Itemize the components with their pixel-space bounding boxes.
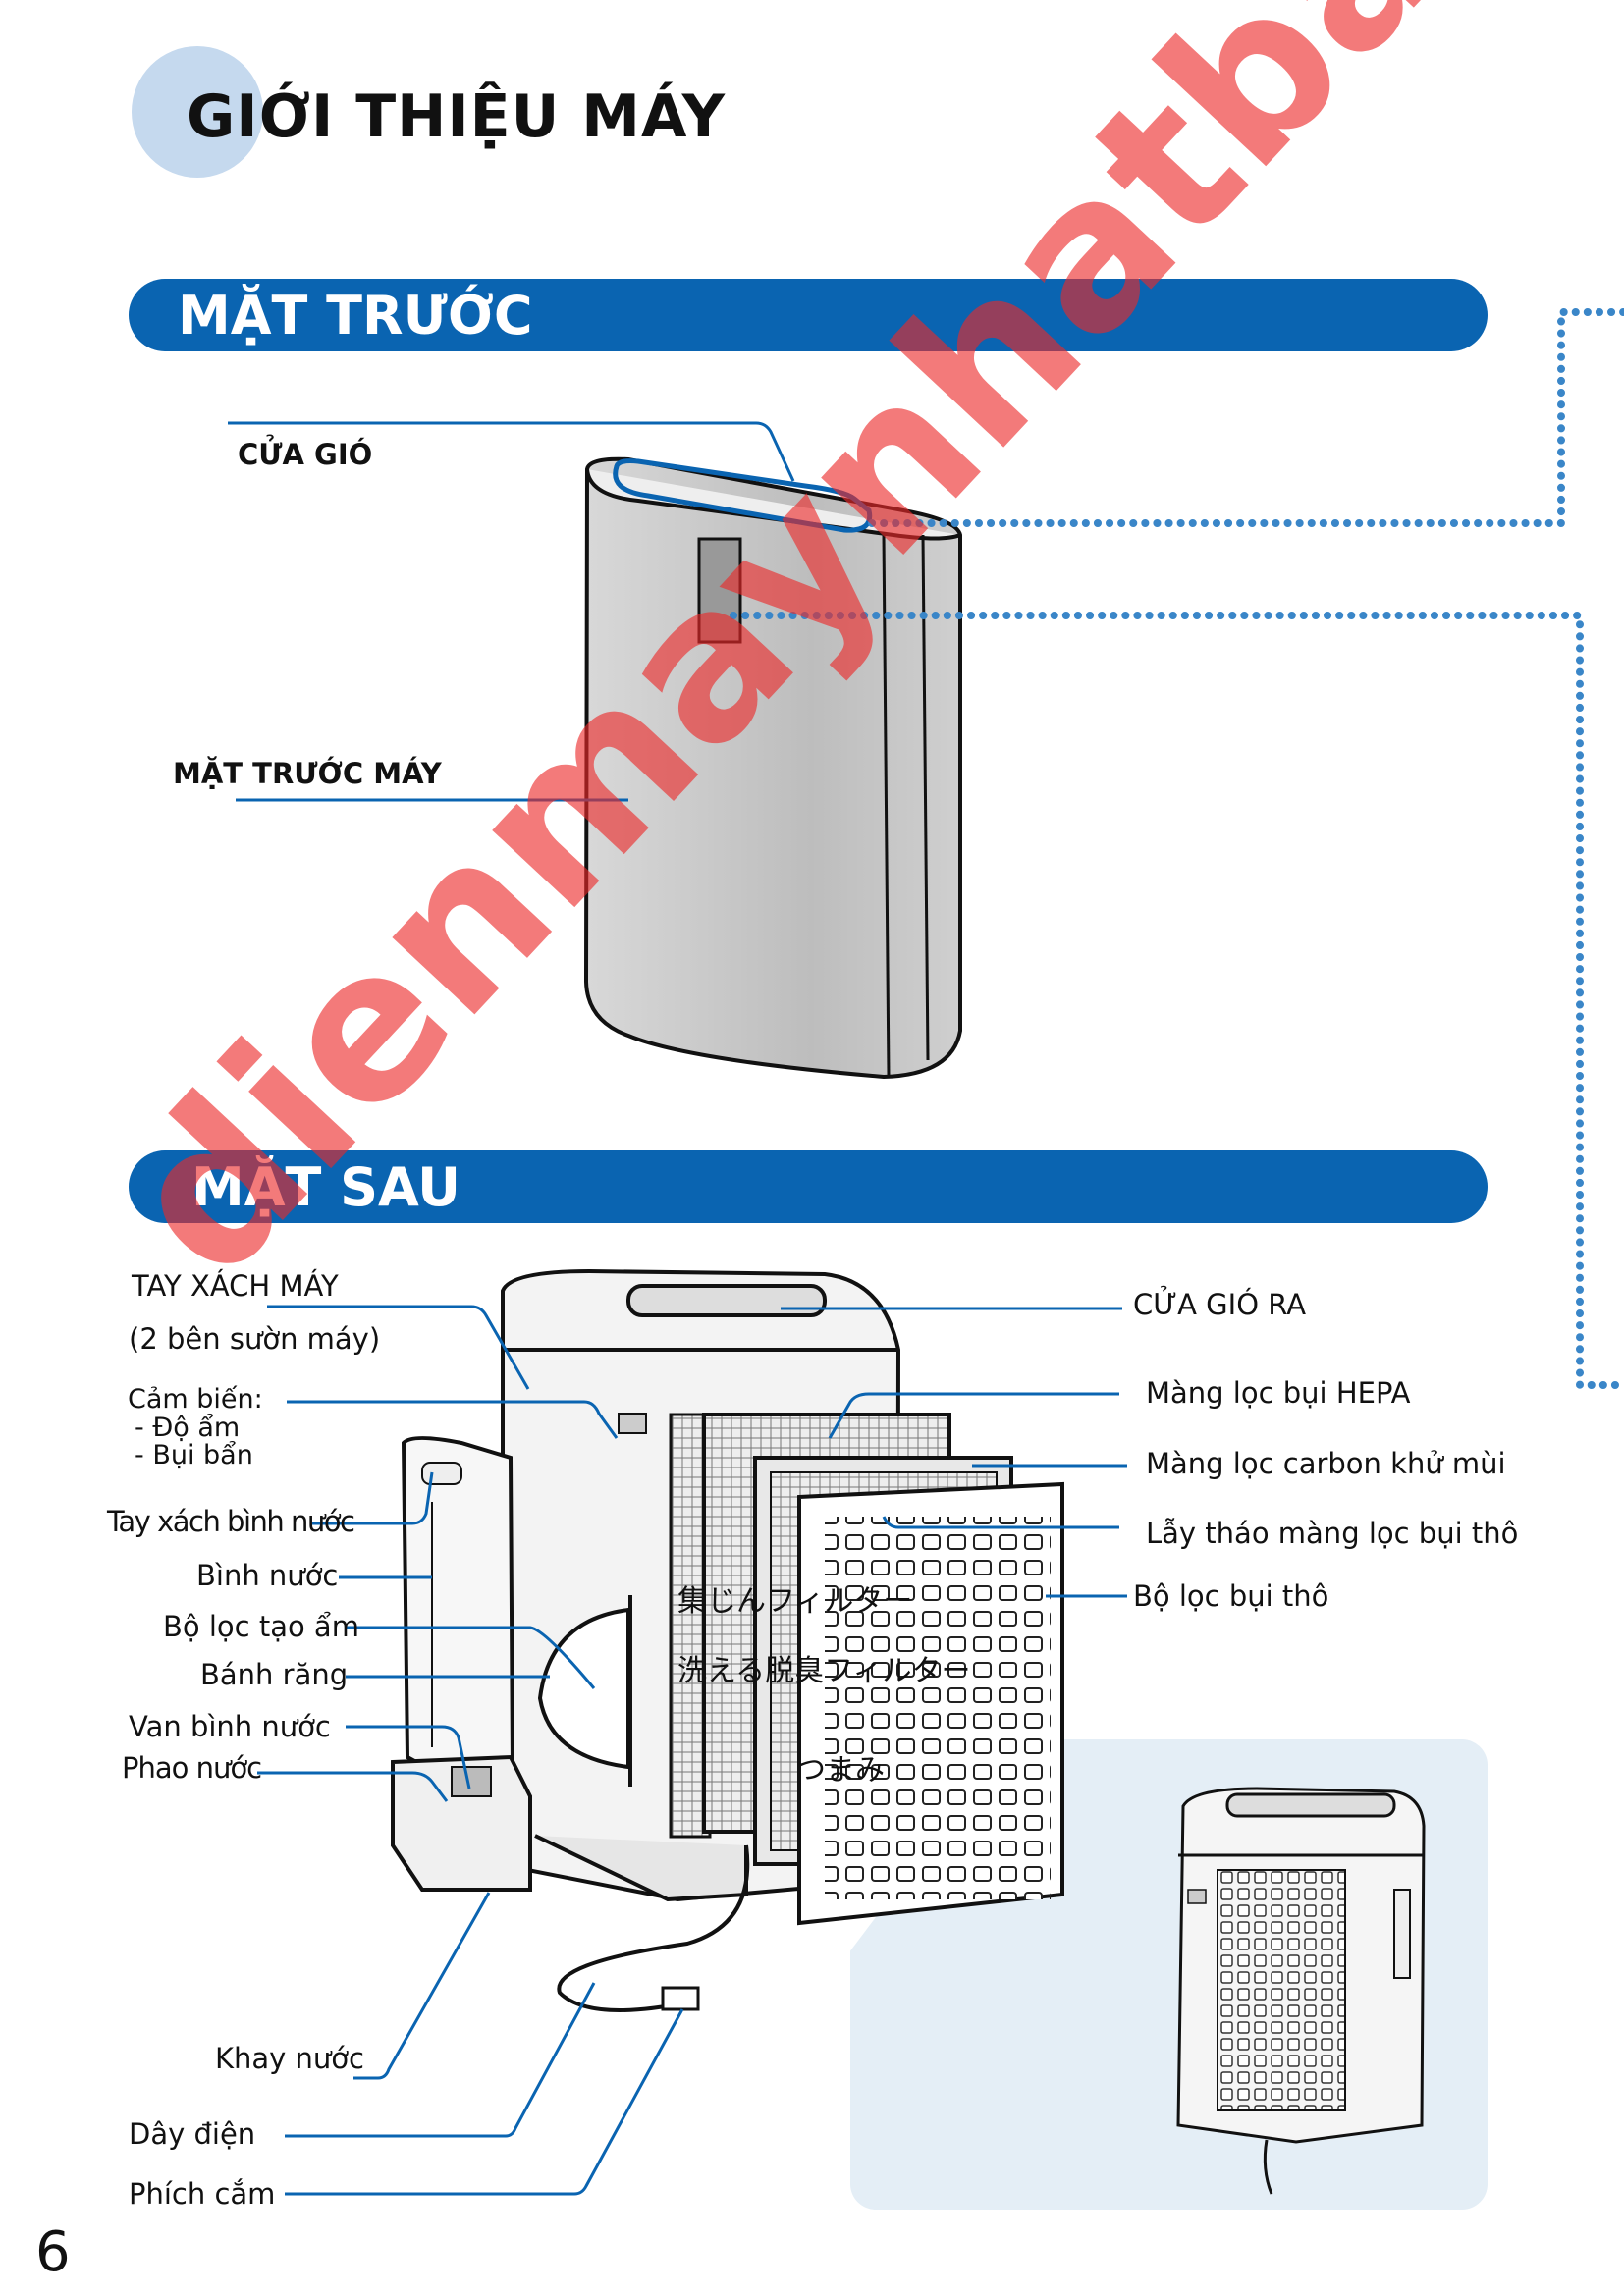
back-section-heading: MẶT SAU (191, 1156, 461, 1218)
dotted-callout-lines (730, 308, 1624, 1389)
label-sensor-humidity: - Độ ẩm (135, 1413, 241, 1443)
label-sensor-dust: - Bụi bẩn (135, 1440, 253, 1470)
jp-washable-deodor-filter: 洗える脱臭フィルター (677, 1654, 971, 1688)
label-handle-note: (2 bên sườn máy) (129, 1322, 381, 1356)
jp-dust-filter: 集じんフィルター (677, 1584, 913, 1619)
label-handle: TAY XÁCH MÁY (132, 1269, 339, 1303)
label-hepa-filter: Màng lọc bụi HEPA (1146, 1376, 1411, 1410)
label-air-outlet: CỬA GIÓ RA (1133, 1288, 1307, 1321)
label-power-cord: Dây điện (129, 2117, 256, 2151)
page-title: GIỚI THIỆU MÁY (187, 82, 727, 151)
jp-knob: つまみ (796, 1753, 885, 1788)
front-section-banner: MẶT TRƯỚC (129, 279, 1488, 351)
inset-unit-drawing (1176, 1787, 1426, 2195)
back-leader-lines (257, 1305, 1127, 2196)
label-prefilter: Bộ lọc bụi thô (1133, 1579, 1329, 1613)
page-number: 6 (35, 2220, 71, 2284)
label-tank-valve: Van bình nước (129, 1710, 331, 1743)
back-section-banner: MẶT SAU (129, 1150, 1488, 1223)
label-float: Phao nước (122, 1751, 262, 1785)
front-leader-lines (228, 421, 795, 802)
label-water-tank: Bình nước (196, 1559, 339, 1592)
label-carbon-filter: Màng lọc carbon khử mùi (1146, 1447, 1506, 1480)
label-water-tray: Khay nước (215, 2042, 364, 2075)
label-sensor: Cảm biến: (128, 1384, 263, 1415)
front-section-heading: MẶT TRƯỚC (178, 285, 533, 347)
title-circle-decoration (132, 46, 263, 178)
label-tank-handle: Tay xách bình nước (107, 1505, 355, 1538)
label-air-vent: CỬA GIÓ (238, 438, 373, 471)
label-front-panel: MẶT TRƯỚC MÁY (173, 757, 442, 790)
label-gear: Bánh răng (200, 1658, 349, 1691)
back-unit-drawing (391, 1268, 1064, 2012)
label-prefilter-tab: Lẫy tháo màng lọc bụi thô (1146, 1517, 1519, 1550)
label-plug: Phích cắm (129, 2177, 276, 2211)
label-humidifier-filter: Bộ lọc tạo ẩm (163, 1610, 359, 1643)
